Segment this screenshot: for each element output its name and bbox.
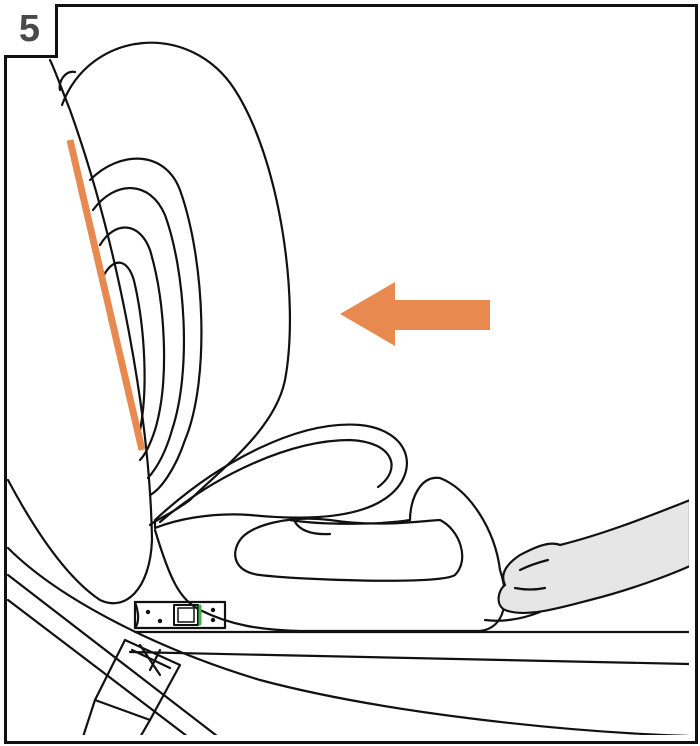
isofix-indicator-icon [173,604,202,626]
step-number: 5 [18,8,41,50]
vehicle-seat-backrest [7,58,218,735]
illustration-frame [4,4,698,744]
step-number-badge: 5 [4,4,58,58]
car-seat-cushion [153,476,506,633]
hand-icon [483,499,689,622]
belt-buckle-icon [82,638,182,735]
car-seat-side-bolster [153,423,408,530]
car-seat-shell [58,41,292,527]
backrest-alignment-marker [66,139,146,451]
isofix-base [133,600,227,630]
arrow-left-icon [340,282,490,346]
